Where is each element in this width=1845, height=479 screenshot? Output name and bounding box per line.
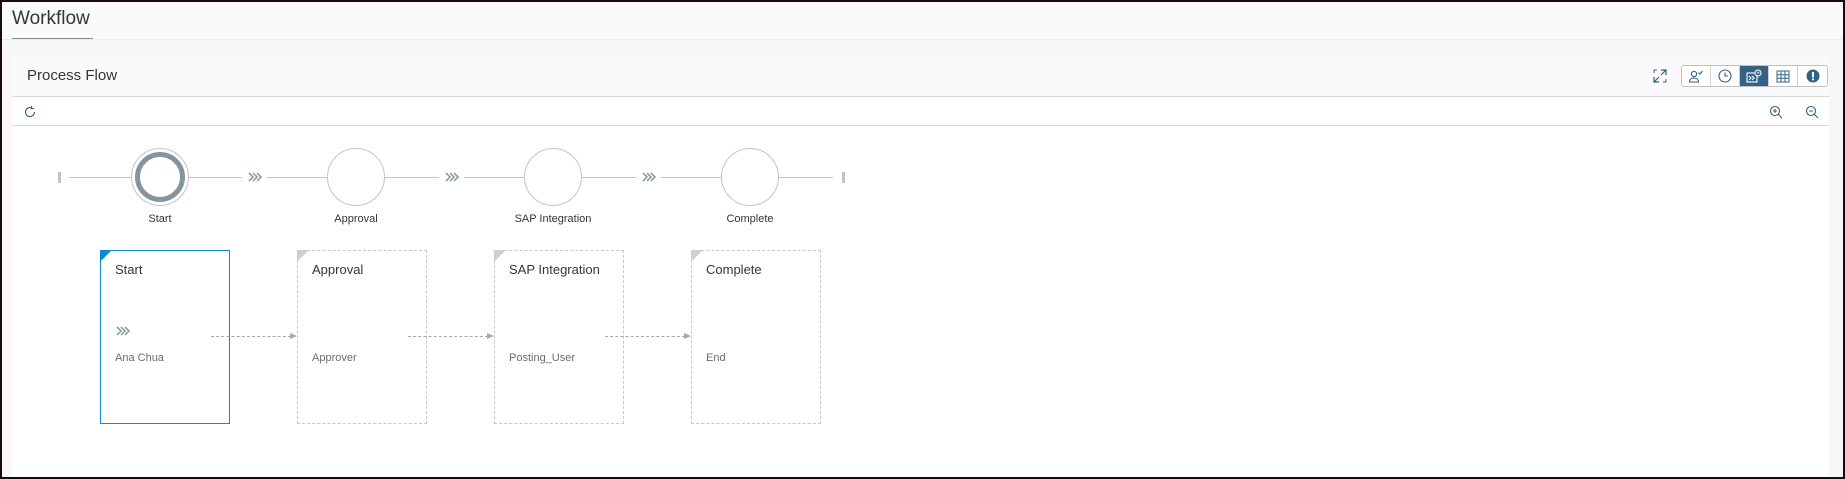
card-text: Posting_User: [509, 352, 576, 364]
zoom-in-button[interactable]: [1766, 102, 1786, 122]
table-icon: [1776, 70, 1790, 82]
view-table-button[interactable]: [1769, 66, 1798, 86]
lane-line: [385, 177, 439, 178]
lane-start-cap: [58, 172, 61, 183]
view-history-button[interactable]: [1711, 66, 1740, 86]
panel-header: Process Flow: [12, 56, 1829, 97]
alert-icon: [1806, 69, 1819, 83]
card-corner: [494, 250, 506, 262]
connector-line: [211, 336, 291, 337]
connector-line: [408, 336, 488, 337]
zoom-out-button[interactable]: [1802, 102, 1822, 122]
chevrons-icon: [248, 172, 263, 182]
card-corner: [297, 250, 309, 262]
title-underline: [12, 38, 93, 39]
flow-card-approval[interactable]: Approval Approver: [297, 250, 427, 424]
lane-label-complete: Complete: [726, 213, 774, 225]
page-header: Workflow: [2, 2, 1843, 40]
zoom-in-icon: [1769, 105, 1783, 119]
lane-line: [267, 177, 328, 178]
lane-line: [661, 177, 722, 178]
lane-line: [69, 177, 132, 178]
flow-card-start[interactable]: Start Ana Chua: [100, 250, 230, 424]
card-text: Approver: [312, 352, 357, 364]
lane-end-cap: [842, 172, 845, 183]
card-text: Ana Chua: [115, 352, 164, 364]
chevrons-icon: [116, 326, 131, 336]
card-corner: [691, 250, 703, 262]
chevrons-icon: [445, 172, 460, 182]
chevrons-icon: [642, 172, 657, 182]
connector-line: [605, 336, 685, 337]
lane-label-start: Start: [148, 213, 172, 225]
user-check-icon: [1688, 70, 1703, 83]
view-issues-button[interactable]: [1798, 66, 1827, 86]
lane-node-approval[interactable]: [327, 148, 385, 206]
card-title: SAP Integration: [509, 262, 600, 277]
lane-line: [189, 177, 242, 178]
card-title: Start: [115, 262, 143, 277]
lane-label-sap-integration: SAP Integration: [514, 213, 592, 225]
connector-arrow-icon: [487, 333, 494, 339]
lane-line: [582, 177, 636, 178]
process-flow-canvas: Start Approval SAP Integration Complete …: [2, 72, 1843, 424]
refresh-icon: [25, 106, 36, 118]
lane-line: [779, 177, 833, 178]
clock-icon: [1718, 69, 1732, 83]
fullscreen-icon: [1653, 69, 1667, 83]
flow-card-complete[interactable]: Complete End: [691, 250, 821, 424]
card-title: Complete: [706, 262, 762, 277]
view-switcher: [1681, 65, 1828, 87]
page-title: Workflow: [12, 8, 90, 29]
refresh-button[interactable]: [20, 102, 40, 122]
view-participants-button[interactable]: [1682, 66, 1711, 86]
flow-card-sap-integration[interactable]: SAP Integration Posting_User: [494, 250, 624, 424]
connector-arrow-icon: [290, 333, 297, 339]
lane-label-approval: Approval: [334, 213, 378, 225]
view-process-flow-button[interactable]: [1740, 66, 1769, 86]
flow-toolbar: [12, 97, 1829, 126]
card-text: End: [706, 352, 726, 364]
zoom-out-icon: [1805, 105, 1819, 119]
lane-node-sap-integration[interactable]: [524, 148, 582, 206]
lane-line: [464, 177, 525, 178]
panel-title: Process Flow: [27, 67, 118, 84]
fullscreen-button[interactable]: [1649, 65, 1671, 87]
connector-arrow-icon: [684, 333, 691, 339]
card-title: Approval: [312, 262, 364, 277]
card-corner: [100, 250, 112, 262]
lane-node-complete[interactable]: [721, 148, 779, 206]
process-flow-icon: [1746, 69, 1762, 83]
lane-node-start[interactable]: [131, 148, 189, 206]
